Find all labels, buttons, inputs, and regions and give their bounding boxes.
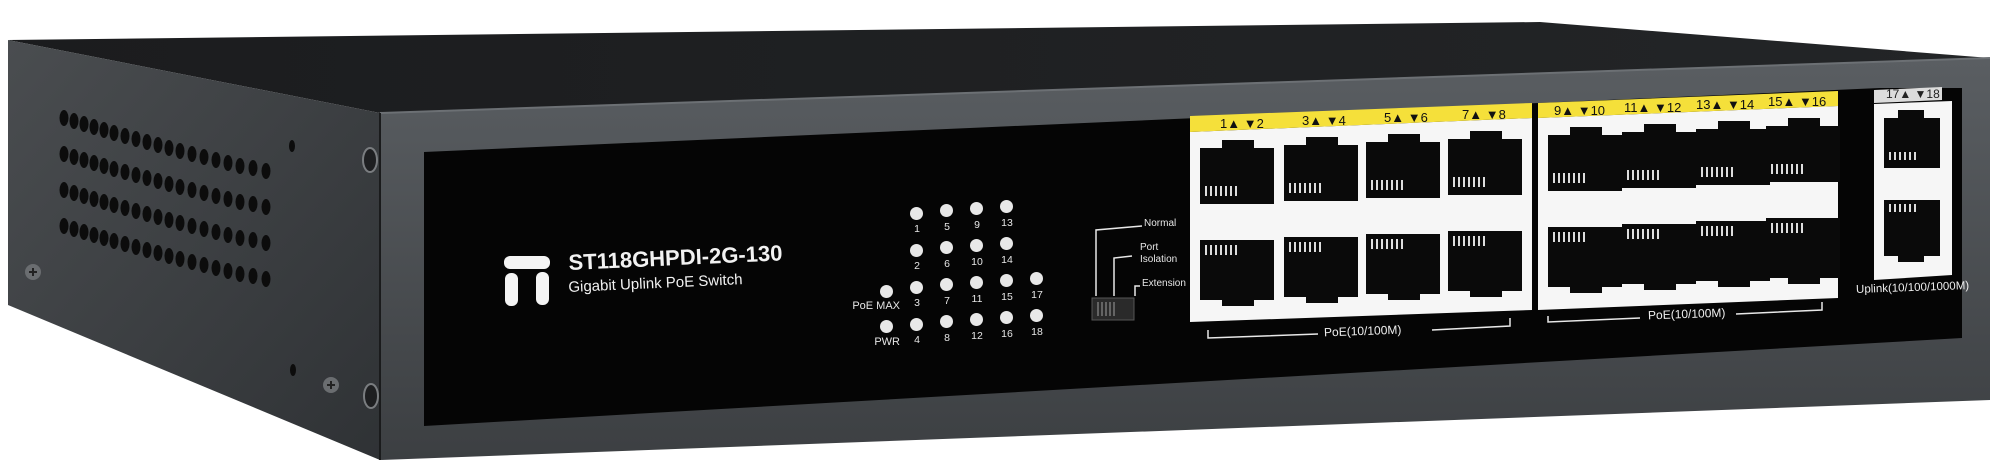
led-port-2 bbox=[910, 244, 923, 257]
led-label: 17 bbox=[1031, 289, 1043, 301]
led-label: 2 bbox=[914, 260, 920, 272]
led-port-10 bbox=[970, 239, 983, 252]
led-port-7 bbox=[940, 278, 953, 291]
vent-holes bbox=[59, 110, 271, 287]
mode-option-port-isolation-line2: Isolation bbox=[1140, 254, 1178, 265]
port-label-strip-2 bbox=[1538, 91, 1838, 118]
mode-option-normal: Normal bbox=[1144, 218, 1177, 229]
led-port-8 bbox=[940, 315, 953, 328]
side-panel bbox=[8, 40, 380, 460]
screw-icon bbox=[25, 264, 41, 280]
led-port-18 bbox=[1030, 309, 1043, 322]
poe-group-2-caption: PoE(10/100M) bbox=[1647, 305, 1726, 323]
rack-hole bbox=[363, 383, 379, 409]
led-port-4 bbox=[910, 318, 923, 331]
rj45-ports bbox=[1200, 110, 1940, 306]
led-label: 8 bbox=[944, 332, 950, 344]
led-port-13 bbox=[1000, 200, 1013, 213]
port-pair-label: 3▲ ▼4 bbox=[1302, 113, 1346, 128]
port-pair-label: 15▲ ▼16 bbox=[1768, 94, 1827, 109]
port-pair-label: 11▲ ▼12 bbox=[1624, 100, 1682, 115]
led-label: 14 bbox=[1001, 254, 1013, 266]
led-port-6 bbox=[940, 241, 953, 254]
mode-option-extension: Extension bbox=[1142, 278, 1186, 289]
port-block-1 bbox=[1190, 118, 1532, 322]
led-label: 3 bbox=[914, 297, 920, 309]
mode-option-port-isolation-line1: Port bbox=[1140, 242, 1159, 253]
screw-icon bbox=[323, 377, 339, 393]
led-port-3 bbox=[910, 281, 923, 294]
top-surface bbox=[8, 22, 1990, 113]
led-port-16 bbox=[1000, 311, 1013, 324]
led-port-12 bbox=[970, 313, 983, 326]
led-label: 18 bbox=[1031, 326, 1043, 338]
led-label: 15 bbox=[1001, 291, 1013, 303]
led-label: 9 bbox=[974, 219, 980, 231]
led-label: 12 bbox=[971, 330, 983, 342]
mode-switch-lines bbox=[1095, 225, 1143, 296]
led-label: 4 bbox=[914, 334, 920, 346]
port-label-strip-1 bbox=[1190, 103, 1532, 132]
led-port-9 bbox=[970, 202, 983, 215]
led-port-17 bbox=[1030, 272, 1043, 285]
port-pair-label: 1▲ ▼2 bbox=[1220, 116, 1264, 131]
uplink-label-strip bbox=[1874, 87, 1942, 103]
port-pair-label: 5▲ ▼6 bbox=[1384, 110, 1428, 125]
uplink-port-label: 17▲ ▼18 bbox=[1886, 87, 1940, 101]
led-label: 11 bbox=[971, 293, 983, 305]
port-pair-label: 7▲ ▼8 bbox=[1462, 107, 1506, 122]
led-label-pwr: PWR bbox=[874, 336, 900, 348]
port-pair-label: 13▲ ▼14 bbox=[1696, 97, 1755, 112]
mode-switch-slider bbox=[1091, 297, 1135, 321]
led-label: 13 bbox=[1001, 217, 1013, 229]
led-label: 6 bbox=[944, 258, 950, 270]
rack-hole bbox=[362, 147, 378, 173]
led-label: 7 bbox=[944, 295, 950, 307]
led-port-11 bbox=[970, 276, 983, 289]
brand-logo-icon bbox=[504, 256, 550, 306]
led-port-1 bbox=[910, 207, 923, 220]
led-port-14 bbox=[1000, 237, 1013, 250]
led-pwr bbox=[880, 320, 893, 333]
led-label-poe-max: PoE MAX bbox=[852, 300, 900, 312]
led-label: 1 bbox=[914, 223, 920, 235]
led-label: 16 bbox=[1001, 328, 1013, 340]
led-port-5 bbox=[940, 204, 953, 217]
led-poe-max bbox=[880, 285, 893, 298]
poe-group-1-caption: PoE(10/100M) bbox=[1323, 322, 1402, 340]
led-label: 10 bbox=[971, 256, 983, 268]
port-pair-label: 9▲ ▼10 bbox=[1554, 103, 1606, 118]
led-port-15 bbox=[1000, 274, 1013, 287]
led-label: 5 bbox=[944, 221, 950, 233]
